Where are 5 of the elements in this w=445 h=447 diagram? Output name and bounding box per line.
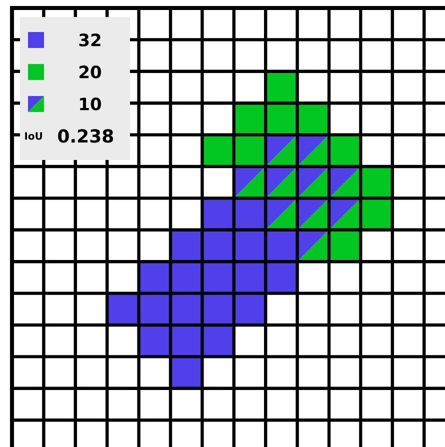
metric-value: 0.238 xyxy=(58,129,114,143)
metric-label: IoU xyxy=(25,132,42,140)
legend-label: 10 xyxy=(80,98,102,110)
legend-label: 32 xyxy=(79,34,100,46)
legend-label: 20 xyxy=(80,66,102,78)
